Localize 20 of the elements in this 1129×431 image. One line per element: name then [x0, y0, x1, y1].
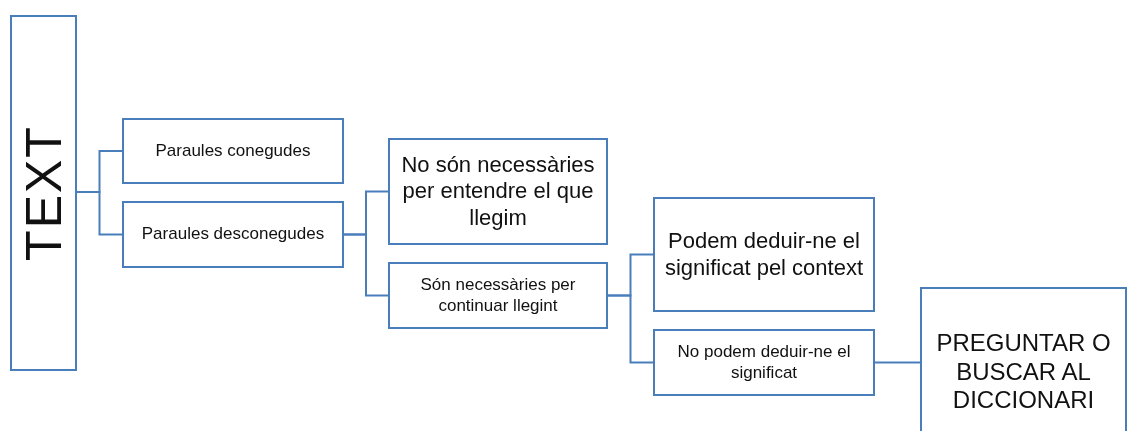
connector-line	[76, 191, 123, 236]
box-text: TEXT	[14, 124, 73, 263]
text-box	[122, 118, 344, 184]
box-text: Paraules desconegudes	[140, 224, 326, 245]
box-text: PREGUNTAR O BUSCAR AL DICCIONARI	[935, 328, 1112, 416]
text-box	[388, 262, 608, 329]
box-text: Paraules conegudes	[154, 140, 312, 162]
box-text: Podem deduir-ne el significat pel context	[663, 228, 865, 281]
box-text: No són necessàries per entendre el que llegim	[400, 151, 596, 232]
connector-line	[874, 361, 921, 364]
box-text: Són necessàries per continuar llegint	[419, 275, 577, 316]
text-box	[653, 197, 875, 312]
connector-line	[607, 294, 654, 364]
connector-line	[343, 233, 389, 297]
text-box	[920, 287, 1127, 431]
box-text: No podem deduir-ne el significat	[676, 342, 852, 383]
text-box	[10, 15, 77, 371]
text-box	[653, 329, 875, 396]
text-box	[122, 201, 344, 268]
text-box	[388, 138, 608, 245]
